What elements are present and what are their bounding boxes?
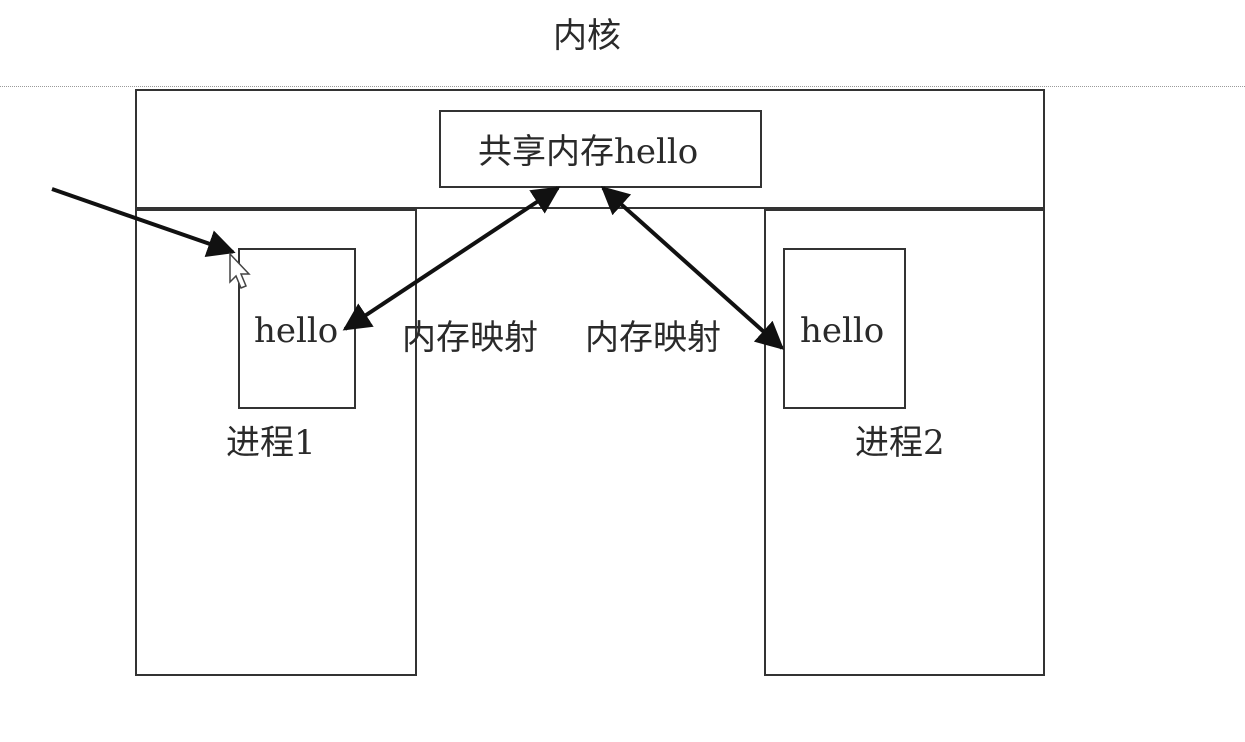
process2-region [764, 209, 1045, 676]
kernel-title: 内核 [553, 16, 621, 56]
process2-name: 进程2 [855, 423, 945, 463]
process1-buffer-label: hello [254, 311, 339, 351]
right-mapping-arrow [600, 186, 785, 350]
shared-memory-label: 共享内存hello [478, 132, 699, 172]
kernel-separator [0, 86, 1245, 87]
process2-buffer-label: hello [800, 311, 885, 351]
left-mapping-arrow [342, 186, 561, 331]
shared-memory-box [439, 110, 762, 188]
mouse-cursor-icon [229, 252, 251, 289]
kernel-region [135, 89, 1045, 209]
pointer-arrow [51, 187, 236, 257]
process1-name: 进程1 [226, 423, 316, 463]
process1-region [135, 209, 417, 676]
